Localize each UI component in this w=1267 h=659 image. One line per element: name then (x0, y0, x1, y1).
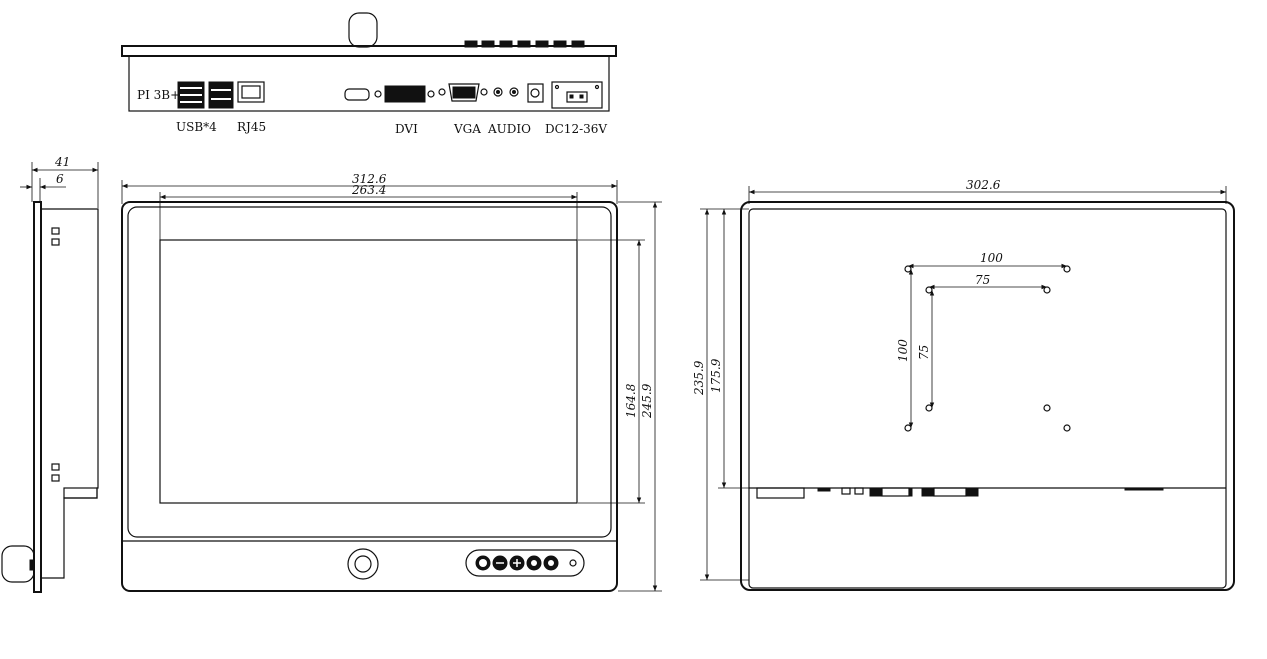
side-bezel (33, 201, 42, 593)
vesa-100-h-dim: 100 (980, 251, 1003, 265)
front-inner-bezel (127, 206, 612, 538)
front-knob-icon (347, 548, 379, 580)
rear-view: 302.6 (692, 178, 1235, 591)
front-view: 312.6 263.4 (121, 172, 662, 592)
front-overall-width-dim: 312.6 (352, 172, 387, 186)
rear-width-dim: 302.6 (966, 178, 1001, 192)
rj45-label: RJ45 (237, 120, 266, 134)
dvi-label: DVI (395, 122, 418, 136)
rear-upper-height-dim: 175.9 (709, 358, 723, 393)
side-depth-dim: 41 (54, 155, 70, 169)
top-body (128, 55, 610, 112)
top-view: PI 3B+ (121, 12, 617, 136)
front-button-strip (465, 549, 585, 577)
side-body (41, 208, 99, 579)
vga-label: VGA (453, 122, 481, 136)
top-knob (348, 12, 378, 48)
audio-label: AUDIO (487, 122, 531, 136)
dc-label: DC12-36V (545, 122, 607, 136)
vesa-100-v-dim: 100 (896, 339, 910, 362)
front-outer-frame (121, 201, 618, 592)
rear-height-dim: 235.9 (692, 360, 706, 396)
audio-ports-icon (493, 87, 519, 97)
front-screen (159, 239, 578, 504)
dc-jack-icon (527, 83, 544, 103)
usb-label: USB*4 (176, 120, 217, 134)
side-connector-icons (51, 227, 60, 482)
side-bezel-dim: 6 (56, 172, 64, 186)
pi-label: PI 3B+ (137, 88, 180, 102)
rj45-port-icon (237, 81, 265, 103)
front-screen-height-dim: 164.8 (624, 383, 638, 418)
dvi-port-icon (374, 85, 435, 103)
top-buttons (464, 40, 585, 48)
rear-outer-frame (740, 201, 1235, 591)
side-knob (1, 545, 35, 583)
side-view: 41 6 (1, 155, 99, 593)
rear-inner-panel (748, 208, 1227, 589)
usb-ports-icon (177, 81, 234, 109)
hdmi-port-icon (344, 88, 370, 101)
front-screen-width-dim: 263.4 (351, 183, 386, 197)
vga-port-icon (438, 83, 488, 102)
front-overall-height-dim: 245.9 (640, 383, 654, 419)
phoenix-terminal-icon (551, 81, 603, 109)
vesa-75-v-dim: 75 (917, 345, 931, 360)
rear-connector-cutouts (756, 487, 1164, 499)
vesa-75-h-dim: 75 (975, 273, 990, 287)
